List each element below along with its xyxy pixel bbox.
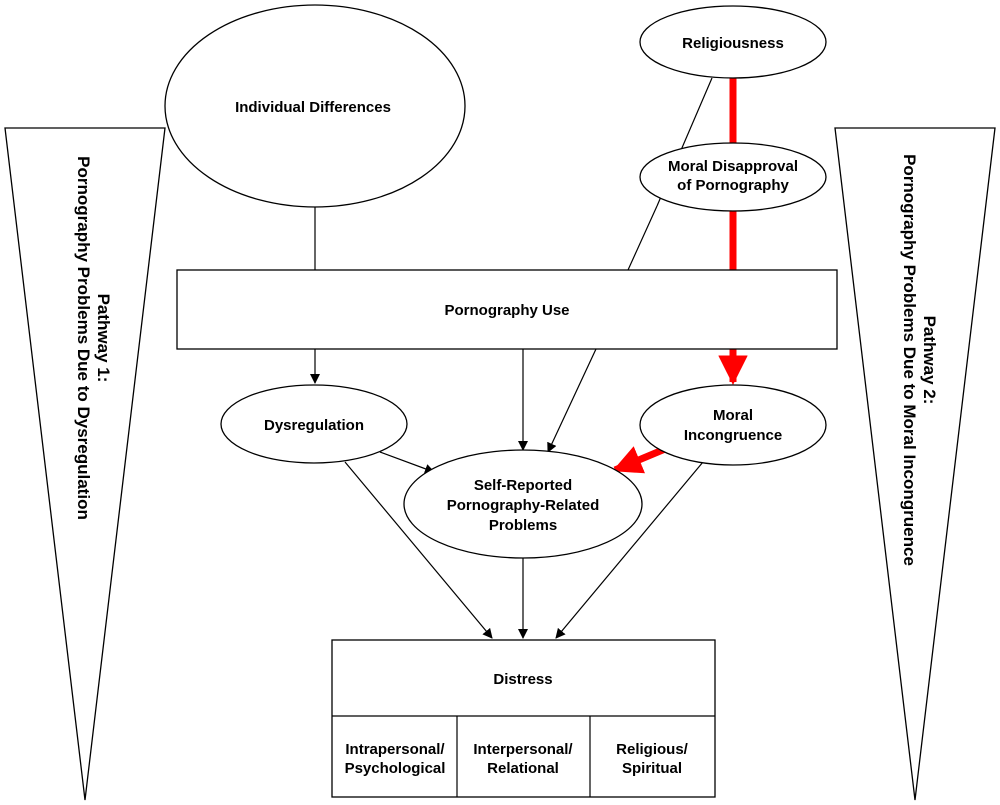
node-moral-incongruence: Moral Incongruence bbox=[639, 384, 827, 466]
moral-incongruence-label-2: Incongruence bbox=[684, 427, 782, 444]
pathway-1-title: Pathway 1: bbox=[94, 294, 113, 383]
pathway-2-subtitle: Pornography Problems Due to Moral Incong… bbox=[900, 154, 919, 566]
node-pornography-use: Pornography Use bbox=[176, 269, 838, 350]
moral-disapproval-label-1: Moral Disapproval bbox=[668, 158, 798, 175]
self-reported-label-3: Problems bbox=[489, 517, 557, 534]
moral-incongruence-label-1: Moral bbox=[713, 407, 753, 424]
edge-dysregulation-to-problems bbox=[379, 451, 435, 474]
religiousness-label: Religiousness bbox=[682, 35, 784, 52]
distress-category-1-line1: Intrapersonal/ bbox=[345, 741, 445, 758]
pathway-2-title: Pathway 2: bbox=[920, 316, 939, 405]
distress-label: Distress bbox=[493, 671, 552, 688]
pathway-2-triangle: Pathway 2: Pornography Problems Due to M… bbox=[834, 127, 996, 801]
distress-category-2-line1: Interpersonal/ bbox=[473, 741, 573, 758]
distress-category-3-line2: Spiritual bbox=[622, 760, 682, 777]
node-dysregulation: Dysregulation bbox=[220, 384, 408, 464]
moral-disapproval-label-2: of Pornography bbox=[677, 177, 789, 194]
distress-category-1-line2: Psychological bbox=[345, 760, 446, 777]
node-moral-disapproval: Moral Disapproval of Pornography bbox=[639, 142, 827, 212]
node-religiousness: Religiousness bbox=[639, 5, 827, 79]
individual-differences-label: Individual Differences bbox=[235, 99, 391, 116]
pornography-use-label: Pornography Use bbox=[444, 302, 569, 319]
edge-disapproval-to-problems bbox=[547, 348, 597, 453]
distress-category-3-line1: Religious/ bbox=[616, 741, 689, 758]
node-distress: Distress Intrapersonal/ Psychological In… bbox=[331, 639, 716, 798]
node-self-reported-problems: Self-Reported Pornography-Related Proble… bbox=[403, 449, 643, 559]
edge-incongruence-to-distress bbox=[555, 461, 704, 639]
dysregulation-label: Dysregulation bbox=[264, 417, 364, 434]
node-individual-differences: Individual Differences bbox=[164, 4, 466, 208]
edge-dysregulation-to-distress bbox=[344, 461, 493, 639]
self-reported-label-1: Self-Reported bbox=[474, 477, 572, 494]
pathway-1-subtitle: Pornography Problems Due to Dysregulatio… bbox=[74, 156, 93, 520]
pathway-1-triangle: Pathway 1: Pornography Problems Due to D… bbox=[4, 127, 166, 801]
red-edge-incongruence-to-problems bbox=[612, 445, 667, 474]
distress-category-2-line2: Relational bbox=[487, 760, 559, 777]
edge-disapproval-to-use bbox=[627, 205, 658, 271]
self-reported-label-2: Pornography-Related bbox=[447, 497, 600, 514]
